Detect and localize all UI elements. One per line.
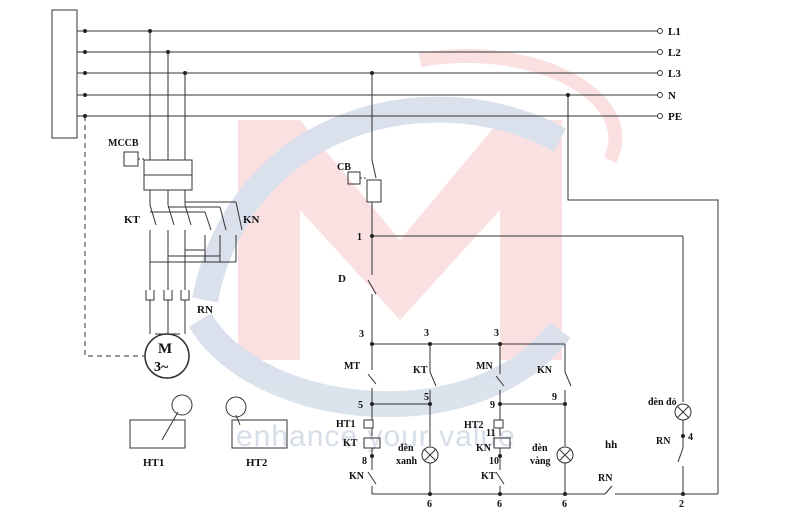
ht1-roller	[171, 394, 193, 416]
node-label: 5	[358, 400, 363, 411]
node-label: 9	[490, 400, 495, 411]
motor-phase-label: 3~	[154, 360, 169, 375]
node-label: 3	[359, 329, 364, 340]
mn-label: MN	[476, 361, 493, 372]
kt-aux-label: KT	[413, 365, 428, 376]
node-label: 2	[679, 499, 684, 510]
lamp-green-label-2: xanh	[396, 456, 418, 467]
lamp-yellow-label-2: vàng	[530, 456, 551, 467]
node-label: 9	[552, 392, 557, 403]
lamp-red-label: đèn đỏ	[648, 397, 677, 408]
logo-watermark	[188, 49, 623, 418]
lamp-green-label-1: đèn	[398, 443, 414, 454]
ht2-contact-label: HT2	[464, 420, 483, 431]
kt-coil-label: KT	[481, 471, 496, 482]
node-label: 6	[497, 499, 502, 510]
bus-label-pe: PE	[668, 111, 682, 123]
rn-bottom-label: RN	[598, 473, 613, 484]
coil-kn-box	[493, 437, 511, 449]
ht2-box	[231, 419, 288, 449]
ht1-contact-label: HT1	[336, 419, 355, 430]
bus-label-l1: L1	[668, 26, 681, 38]
kn-power-label: KN	[243, 214, 260, 226]
motor-label: M	[158, 341, 172, 357]
node-label: 5	[424, 392, 429, 403]
kn-coil-label: KN	[349, 471, 365, 482]
stop-label: D	[338, 273, 346, 285]
ht2-roller	[225, 396, 247, 418]
node-label: 6	[427, 499, 432, 510]
node-label: 1	[357, 232, 362, 243]
mt-label: MT	[344, 361, 360, 372]
ht1-label: HT1	[143, 457, 164, 469]
junction-dots	[83, 29, 685, 496]
node-label: 3	[494, 328, 499, 339]
mccb-label: MCCB	[108, 138, 139, 149]
node-label: 11	[486, 428, 495, 439]
rn-power-label: RN	[197, 304, 213, 316]
node-label: 4	[688, 432, 693, 443]
kt-power-label: KT	[124, 214, 141, 226]
wiring	[51, 9, 719, 495]
rn-fault-label: RN	[656, 436, 671, 447]
kt-interlock-label: KT	[343, 438, 358, 449]
supply-box	[51, 9, 78, 139]
cb-label: CB	[337, 162, 351, 173]
node-label: 8	[362, 456, 367, 467]
coil-kt-box	[363, 437, 381, 449]
bus-label-l3: L3	[668, 68, 681, 80]
cb-body	[366, 179, 382, 203]
kn-interlock-label: KN	[476, 443, 492, 454]
node-label: 6	[562, 499, 567, 510]
ht1-box	[129, 419, 186, 449]
kn-aux-label: KN	[537, 365, 553, 376]
ht2-label: HT2	[246, 457, 268, 469]
bus-label-l2: L2	[668, 47, 681, 59]
node-label: 10	[489, 456, 499, 467]
bus-label-n: N	[668, 90, 676, 102]
node-label: 3	[424, 328, 429, 339]
bus-terminals	[657, 28, 663, 119]
hh-label: hh	[605, 439, 617, 451]
lamp-yellow-label-1: đèn	[532, 443, 548, 454]
